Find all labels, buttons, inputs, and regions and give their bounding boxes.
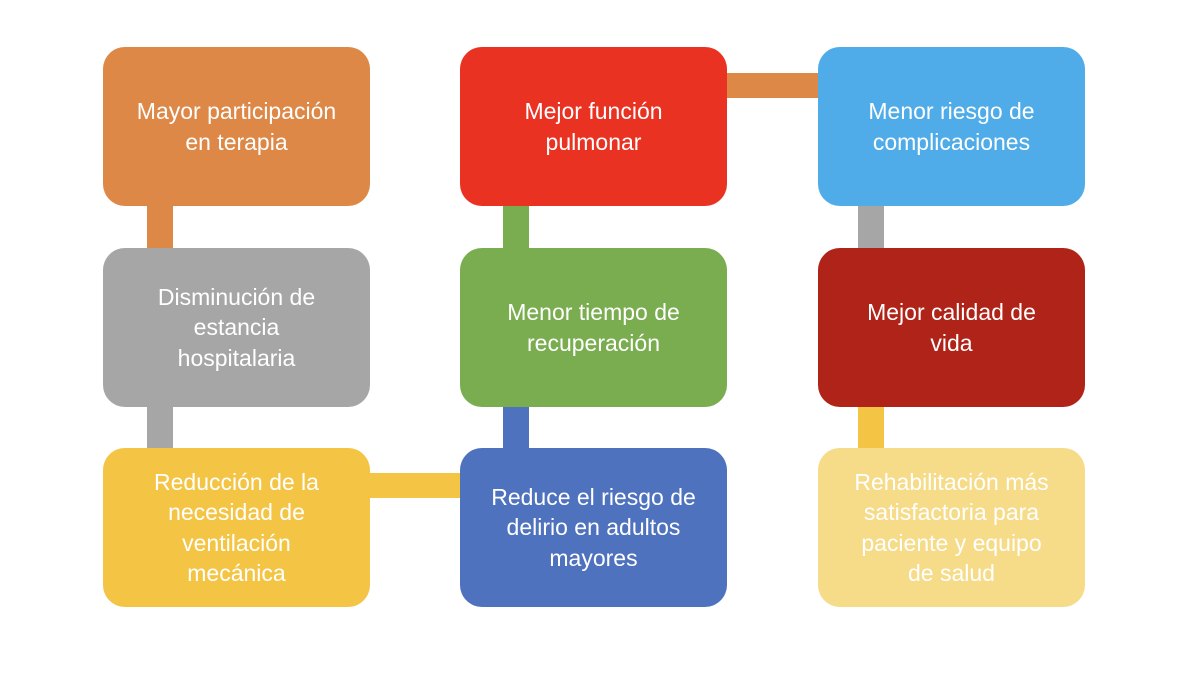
box-tiempo-recuperacion: Menor tiempo de recuperación — [460, 248, 727, 407]
box-participacion-terapia: Mayor participación en terapia — [103, 47, 370, 206]
connector-estancia-ventilacion — [147, 405, 173, 450]
connector-funcion-complicaciones — [725, 73, 820, 98]
box-delirio-adultos-mayores: Reduce el riesgo de delirio en adultos m… — [460, 448, 727, 607]
box-calidad-vida: Mejor calidad de vida — [818, 248, 1085, 407]
box-funcion-pulmonar: Mejor función pulmonar — [460, 47, 727, 206]
box-riesgo-complicaciones: Menor riesgo de complicaciones — [818, 47, 1085, 206]
connector-ventilacion-delirio — [369, 473, 461, 498]
box-ventilacion-mecanica: Reducción de la necesidad de ventilación… — [103, 448, 370, 607]
connector-calidad-rehabilitacion — [858, 405, 884, 450]
connector-complicaciones-calidad — [858, 204, 884, 250]
connector-funcion-tiempo — [503, 204, 529, 250]
box-estancia-hospitalaria: Disminución de estancia hospitalaria — [103, 248, 370, 407]
box-rehabilitacion-satisfactoria: Rehabilitación más satisfactoria para pa… — [818, 448, 1085, 607]
connector-tiempo-delirio — [503, 405, 529, 450]
connector-participacion-estancia — [147, 204, 173, 250]
